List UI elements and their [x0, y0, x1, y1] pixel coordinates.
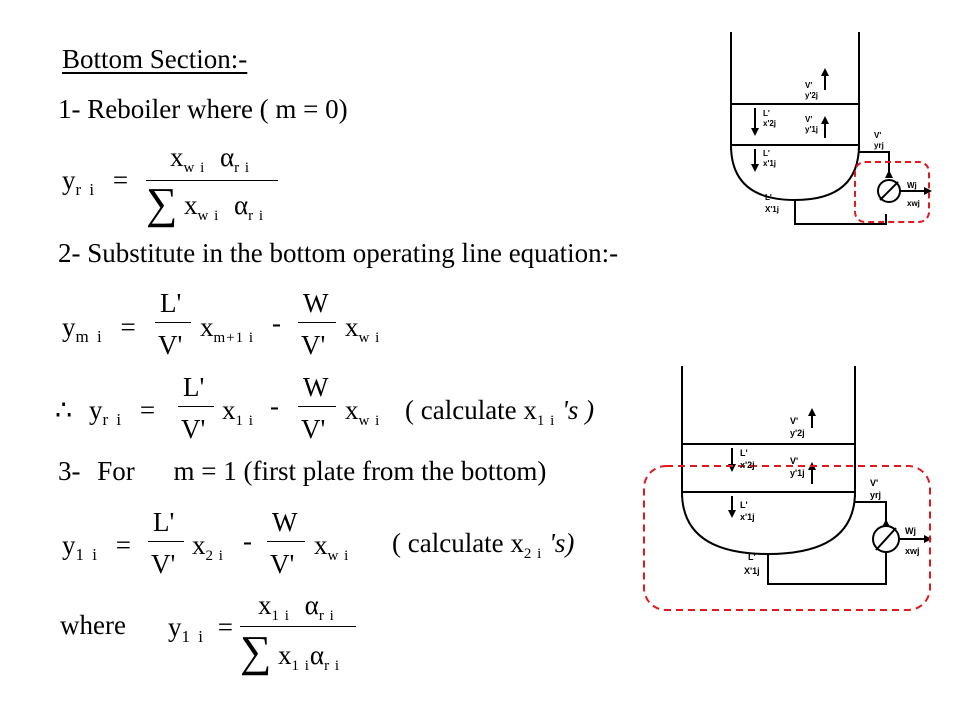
reboiler-diagram-bottom: V' y'2j L' x'2j V' y'1j L' x'1j V' yrj L… [643, 366, 932, 611]
eq3-frac1-num: L' [183, 372, 205, 402]
eq4-note: ( calculate x2 i 's) [392, 528, 575, 562]
label-y1: y'1j [805, 125, 818, 134]
eq4-frac2-line [267, 541, 305, 542]
reboiler-slash [875, 527, 897, 551]
step-3-text-a: For [97, 456, 135, 486]
label-y2: y'2j [790, 428, 805, 438]
label-v-mid: V' [790, 456, 798, 466]
section-heading: Bottom Section:- [62, 44, 248, 74]
bottom-outlet-line [767, 552, 887, 585]
eq2-minus: - [272, 308, 281, 338]
label-l-mid: L' [763, 149, 770, 158]
eq3-term1: x1 i [222, 395, 254, 429]
eq4-frac1-num: L' [153, 507, 175, 537]
label-v-mid: V' [805, 115, 812, 124]
eq3-note: ( calculate x1 i 's ) [405, 395, 595, 429]
label-x-bottom: X'1j [765, 205, 779, 214]
label-l-bottom: L' [765, 193, 772, 202]
eq1-lhs: yr i = [62, 165, 129, 199]
eq4-lhs: y1 i = [62, 530, 131, 564]
label-x2: x'2j [763, 119, 776, 128]
label-l-top: L' [740, 448, 748, 458]
eq2-lhs: ym i = [62, 312, 136, 346]
label-y2: y'2j [805, 91, 818, 100]
eq1-numerator: xw i αr i [170, 142, 251, 176]
eq3-term2: xw i [345, 395, 381, 429]
label-x1: x'1j [763, 159, 776, 168]
label-w: Wj [907, 181, 917, 190]
eq1-denominator: xw i αr i [184, 190, 265, 224]
eq4-frac2-den: V' [270, 549, 295, 579]
eq4-frac1-den: V' [151, 549, 176, 579]
eq5-numerator: x1 i αr i [258, 590, 335, 624]
eq2-term1: xm+1 i [200, 312, 255, 346]
label-l-top: L' [763, 109, 770, 118]
highlight-box-large [643, 465, 931, 611]
eq4-minus: - [243, 526, 252, 556]
reboiler-diagram-top: V' y'2j L' x'2j V' y'1j L' x'1j V' yrj L… [730, 32, 932, 225]
label-w: Wj [905, 526, 916, 536]
eq5-fraction-line [240, 626, 356, 627]
eq3-frac1-line [178, 406, 214, 407]
eq3-frac2-line [298, 406, 336, 407]
eq2-frac2-num: W [303, 288, 329, 318]
step-1-number: 1- [58, 94, 81, 124]
eq4-frac2-num: W [272, 507, 298, 537]
step-3-text-b: m = 1 (first plate from the bottom) [173, 456, 547, 486]
eq4-term1: x2 i [192, 530, 224, 564]
eq5-lhs: y1 i = [168, 612, 233, 646]
eq3-minus: - [270, 391, 279, 421]
eq4-term2: xw i [314, 530, 350, 564]
label-y1: y'1j [790, 468, 805, 478]
column-bottom-head [681, 491, 856, 556]
step-2: 2- Substitute in the bottom operating li… [58, 240, 618, 267]
eq2-term2: xw i [345, 312, 381, 346]
label-yrj: yrj [870, 490, 881, 500]
eq5-sigma: ∑ [240, 627, 272, 676]
label-x1: x'1j [740, 512, 755, 522]
eq2-frac1-line [155, 322, 191, 323]
highlight-box-small [854, 161, 930, 223]
eq2-frac1-num: L' [160, 288, 182, 318]
eq1-fraction-line [146, 180, 278, 181]
label-xw: xwj [907, 199, 920, 208]
step-2-number: 2- [58, 238, 81, 268]
label-yrj: yrj [874, 141, 884, 150]
therefore-symbol: ∴ [55, 395, 73, 425]
vapor-return-line [859, 151, 890, 176]
eq5-denominator: x1 iαr i [278, 640, 340, 674]
eq3-lhs: ∴ yr i = [55, 395, 156, 429]
eq3-frac2-num: W [303, 372, 329, 402]
step-1-text: Reboiler where ( m = 0) [87, 94, 348, 124]
eq2-frac1-den: V' [158, 330, 183, 360]
column-bottom-head [730, 144, 860, 202]
step-1: 1- Reboiler where ( m = 0) [58, 96, 348, 123]
reboiler-slash [879, 181, 899, 201]
label-v-top: V' [790, 416, 798, 426]
label-v-top: V' [805, 81, 812, 90]
step-3: 3- For m = 1 (first plate from the botto… [58, 458, 546, 485]
label-l-bottom: L' [748, 552, 756, 562]
step-2-text: Substitute in the bottom operating line … [87, 238, 619, 268]
bottom-outlet-line [794, 200, 887, 225]
eq5-where: where [60, 610, 126, 640]
vapor-return-line [855, 501, 887, 525]
label-xw: xwj [905, 546, 920, 556]
label-v-reboiler: V' [870, 478, 878, 488]
eq4-frac1-line [148, 541, 184, 542]
label-x2: x'2j [740, 460, 755, 470]
label-x-bottom: X'1j [744, 566, 760, 576]
eq2-frac2-den: V' [301, 330, 326, 360]
eq3-frac2-den: V' [301, 414, 326, 444]
eq1-sigma: ∑ [146, 179, 178, 228]
label-l-mid: L' [740, 500, 748, 510]
eq3-frac1-den: V' [181, 414, 206, 444]
step-3-number: 3- [58, 456, 81, 486]
eq2-frac2-line [298, 322, 336, 323]
label-v-reboiler: V' [874, 131, 881, 140]
